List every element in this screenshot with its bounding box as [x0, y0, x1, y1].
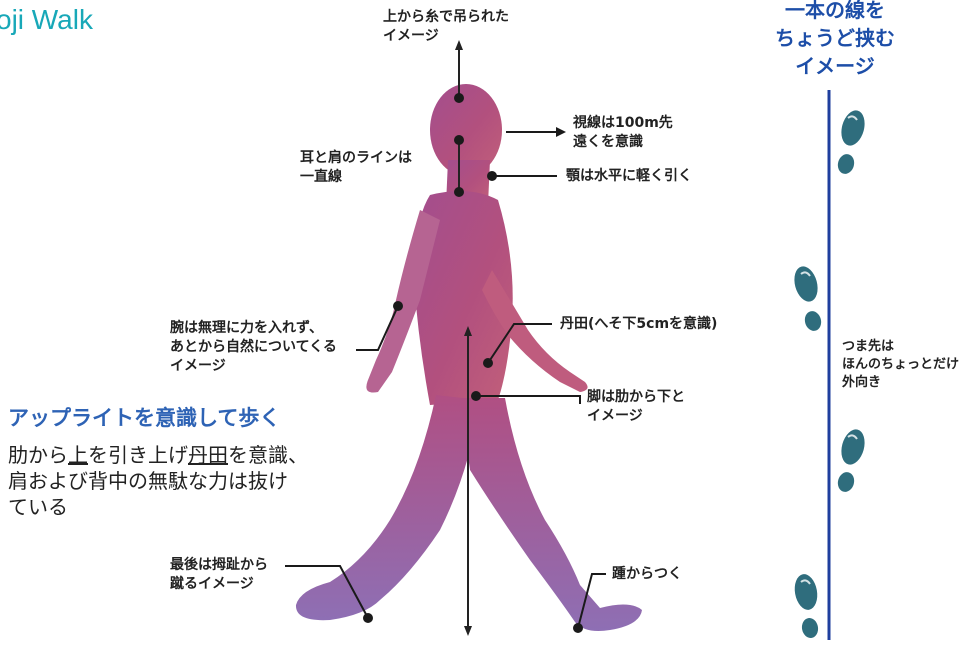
callout-chin: 顎は水平に軽く引く: [566, 168, 692, 184]
guide-line-panel: [794, 90, 865, 640]
section-heading: アップライトを意識して歩く: [8, 406, 281, 430]
figure-back-arm: [366, 210, 440, 393]
footprint: [794, 574, 819, 638]
toe-direction-note: つま先は ほんのちょっとだけ 外向き: [842, 339, 960, 390]
figure-head: [430, 84, 502, 176]
posture-axis: [455, 40, 472, 636]
footprint: [794, 266, 822, 331]
callout-ear-shoulder: 耳と肩のラインは 一直線: [300, 150, 412, 185]
leader-lines: [285, 127, 606, 629]
callout-legs: 脚は肋から下と イメージ: [587, 389, 685, 424]
callout-top-string: 上から糸で吊られた イメージ: [383, 9, 509, 44]
right-panel-heading: 一本の線を ちょうど挟む イメージ: [775, 0, 895, 78]
figure-back-leg: [295, 395, 480, 621]
callout-gaze: 視線は100m先 遠くを意識: [573, 115, 673, 150]
figure-front-arm: [482, 270, 588, 392]
callout-heel: 踵からつく: [612, 566, 682, 582]
figure-front-leg: [460, 398, 642, 631]
walking-figure: [295, 84, 642, 631]
footprint: [837, 110, 865, 174]
footprint: [837, 429, 865, 492]
callout-arm: 腕は無理に力を入れず、 あとから自然についてくる イメージ: [170, 320, 337, 374]
callout-tanden: 丹田(へそ下5cmを意識): [560, 316, 718, 332]
section-body: 肋から上を引き上げ丹田を意識、 肩および背中の無駄な力は抜け ている: [8, 443, 308, 519]
page-title: oji Walk: [0, 4, 93, 35]
figure-torso: [414, 191, 513, 405]
callout-push-off: 最後は拇趾から 蹴るイメージ: [170, 557, 268, 592]
